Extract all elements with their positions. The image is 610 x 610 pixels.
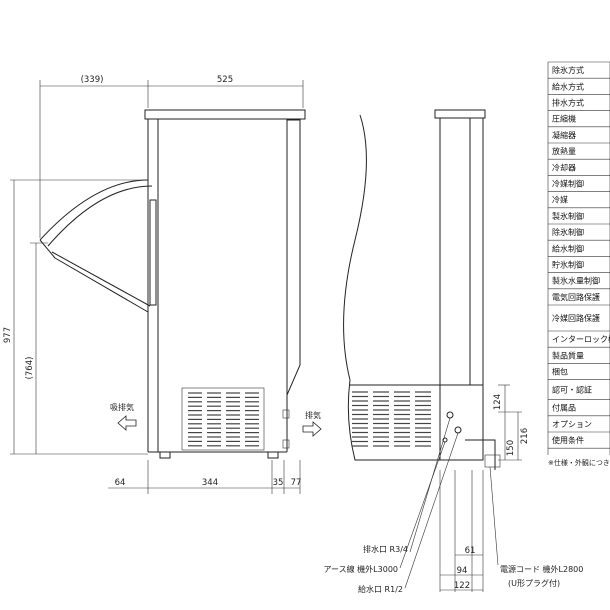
spec-row-label: 除氷制御	[552, 227, 584, 237]
rear-view: 124 216 150 61 94 122 排水口 R3/4 アース線 機外L3…	[324, 109, 583, 594]
rear-top-cover	[434, 109, 486, 119]
dim-216: 216	[520, 428, 530, 444]
spec-row-label: オプション	[552, 420, 592, 429]
dim-61: 61	[465, 546, 476, 556]
spec-table: 除氷方式給水方式排水方式圧縮機凝縮器放熱量冷却器冷媒制御冷媒製氷制御除氷制御給水…	[547, 61, 610, 455]
side-view: (339) 525 977 (764) 64 344 35 77 吸排気 排気	[3, 75, 322, 494]
door-lower-edge-2	[51, 251, 151, 307]
side-bracket-1	[282, 409, 290, 419]
spec-row-label: 製氷水量制御	[552, 276, 600, 286]
dim-764: (764)	[25, 357, 35, 380]
spec-row-label: 梱包	[552, 367, 568, 377]
plug-label: (U形プラグ付)	[508, 578, 560, 588]
foot-rear	[267, 451, 279, 459]
spec-row-label: 放熱量	[552, 146, 576, 156]
side-bracket-2	[282, 439, 290, 449]
top-cover	[144, 109, 306, 120]
spec-row-label: 冷却器	[552, 162, 576, 172]
door-arc-outer	[39, 179, 149, 241]
door-lower-edge	[54, 257, 149, 313]
dim-525: 525	[217, 75, 233, 85]
dim-77: 77	[291, 478, 302, 488]
rear-connection-box	[439, 384, 484, 461]
dim-35: 35	[273, 478, 284, 488]
intake-arrow-icon	[117, 415, 137, 431]
plug-icon	[484, 454, 501, 468]
water-supply-label: 給水口 R1/2	[358, 584, 403, 594]
break-line	[343, 114, 440, 461]
dim-150: 150	[506, 440, 516, 456]
spec-row-label: 貯氷制御	[552, 260, 584, 270]
door-handle	[149, 199, 157, 306]
drain-port-icon	[446, 411, 454, 419]
spec-row-label: 給水方式	[552, 81, 584, 91]
spec-row-label: インターロック機	[552, 334, 610, 344]
door-arc-inner	[47, 185, 153, 247]
exhaust-arrow-icon	[302, 421, 322, 437]
vent-grille	[181, 387, 265, 451]
spec-row-label: 付属品	[552, 403, 576, 413]
spec-row-label: 凝縮器	[552, 130, 576, 140]
water-port-icon	[454, 426, 462, 434]
drain-label: 排水口 R3/4	[363, 544, 408, 554]
spec-row-label: 製品質量	[552, 350, 584, 360]
dim-124: 124	[493, 394, 503, 410]
spec-row-label: 排水方式	[552, 98, 584, 108]
foot-front	[159, 451, 171, 459]
spec-footnote: ※仕様・外観につき	[548, 458, 610, 467]
spec-row-label: 電気回路保護	[552, 292, 600, 302]
power-cord-label: 電源コード 機外L2800	[500, 564, 583, 574]
spec-row-label: 冷媒	[552, 195, 568, 205]
spec-row-label: 冷媒回路保護	[552, 313, 600, 323]
spec-row-label: 給水制御	[552, 243, 584, 253]
spec-row-label: 除氷方式	[552, 65, 584, 75]
earth-label: アース線 機外L3000	[324, 564, 398, 574]
rear-vent-grille	[352, 391, 431, 447]
dim-64: 64	[115, 478, 126, 488]
dim-977: 977	[3, 327, 13, 343]
dim-344: 344	[202, 478, 218, 488]
power-cord-route	[465, 439, 496, 470]
exhaust-label: 排気	[305, 410, 321, 420]
dim-94: 94	[457, 566, 468, 576]
spec-row-label: 圧縮機	[552, 114, 576, 124]
spec-row-label: 使用条件	[552, 435, 584, 445]
intake-label: 吸排気	[110, 402, 134, 412]
spec-row-label: 認可・認証	[552, 385, 592, 395]
dim-122: 122	[454, 581, 470, 591]
spec-row-label: 冷媒制御	[552, 179, 584, 189]
spec-row-label: 製氷制御	[552, 211, 584, 221]
dim-339: (339)	[81, 75, 104, 85]
cabinet-rear	[286, 119, 301, 396]
